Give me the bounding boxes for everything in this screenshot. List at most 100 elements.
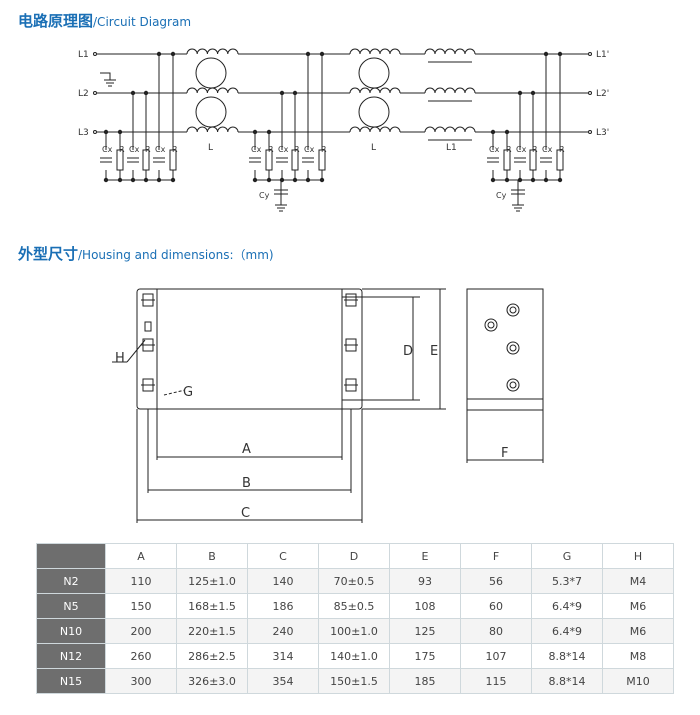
table-cell: 80 xyxy=(460,618,532,644)
dim-H: H xyxy=(115,351,125,366)
table-cell: F xyxy=(460,543,532,569)
table-cell: 100±1.0 xyxy=(318,618,390,644)
table-cell: 60 xyxy=(460,593,532,619)
cx-label: Cx xyxy=(489,145,500,154)
table-cell: 286±2.5 xyxy=(176,643,248,669)
table-cell: M10 xyxy=(602,668,674,694)
cx-label: Cx xyxy=(155,145,166,154)
cy-label: Cy xyxy=(496,191,507,200)
title-en: /Circuit Diagram xyxy=(93,15,192,29)
r-label: R xyxy=(145,145,151,154)
table-cell: 56 xyxy=(460,568,532,594)
inductor-label: L1 xyxy=(446,143,457,153)
table-cell: 240 xyxy=(247,618,319,644)
table-cell: 354 xyxy=(247,668,319,694)
cx-label: Cx xyxy=(542,145,553,154)
table-cell: 85±0.5 xyxy=(318,593,390,619)
title-en: /Housing and dimensions:（mm) xyxy=(78,248,274,262)
line-label-out: L1' xyxy=(596,50,609,60)
table-cell: 200 xyxy=(105,618,177,644)
table-cell: 150 xyxy=(105,593,177,619)
table-cell: B xyxy=(176,543,248,569)
core-ring xyxy=(358,57,390,89)
table-cell: 6.4*9 xyxy=(531,618,603,644)
table-cell: 107 xyxy=(460,643,532,669)
table-cell: M6 xyxy=(602,593,674,619)
circuit-diagram-title: 电路原理图/Circuit Diagram xyxy=(18,10,191,31)
title-cn: 外型尺寸 xyxy=(18,245,79,263)
table-cell: M6 xyxy=(602,618,674,644)
table-cell: 175 xyxy=(389,643,461,669)
table-cell: M8 xyxy=(602,643,674,669)
core-ring xyxy=(195,57,227,89)
table-cell: 115 xyxy=(460,668,532,694)
r-label: R xyxy=(294,145,300,154)
table-cell: A xyxy=(105,543,177,569)
cx-label: Cx xyxy=(129,145,140,154)
cx-label: Cx xyxy=(102,145,113,154)
r-label: R xyxy=(506,145,512,154)
table-cell: C xyxy=(247,543,319,569)
table-cell: 326±3.0 xyxy=(176,668,248,694)
table-cell: 108 xyxy=(389,593,461,619)
dim-A: A xyxy=(242,442,251,457)
row-label: N5 xyxy=(36,593,106,619)
table-cell: 168±1.5 xyxy=(176,593,248,619)
line-label: L3 xyxy=(78,128,89,138)
dim-D: D xyxy=(403,344,413,359)
table-cell: 8.8*14 xyxy=(531,643,603,669)
table-cell: M4 xyxy=(602,568,674,594)
core-ring xyxy=(195,96,227,128)
line-label: L1 xyxy=(78,50,89,60)
r-label: R xyxy=(532,145,538,154)
table-cell: E xyxy=(389,543,461,569)
r-label: R xyxy=(559,145,565,154)
table-cell: 150±1.5 xyxy=(318,668,390,694)
dim-C: C xyxy=(241,506,250,521)
housing-side-outline xyxy=(466,288,544,411)
table-cell: 5.3*7 xyxy=(531,568,603,594)
table-cell: 314 xyxy=(247,643,319,669)
r-label: R xyxy=(268,145,274,154)
inductor-label: L xyxy=(208,143,213,153)
cx-label: Cx xyxy=(251,145,262,154)
table-cell: 8.8*14 xyxy=(531,668,603,694)
row-label xyxy=(36,543,106,569)
line-label: L2 xyxy=(78,89,89,99)
table-cell: 125 xyxy=(389,618,461,644)
line-label-out: L3' xyxy=(596,128,609,138)
dim-E: E xyxy=(430,344,438,359)
row-label: N2 xyxy=(36,568,106,594)
table-cell: 125±1.0 xyxy=(176,568,248,594)
dim-F: F xyxy=(501,446,508,461)
line-label-out: L2' xyxy=(596,89,609,99)
table-cell: 140±1.0 xyxy=(318,643,390,669)
r-label: R xyxy=(172,145,178,154)
table-cell: 93 xyxy=(389,568,461,594)
cy-label: Cy xyxy=(259,191,270,200)
row-label: N15 xyxy=(36,668,106,694)
cx-label: Cx xyxy=(516,145,527,154)
table-cell: 260 xyxy=(105,643,177,669)
table-cell: 140 xyxy=(247,568,319,594)
row-label: N12 xyxy=(36,643,106,669)
table-cell: 70±0.5 xyxy=(318,568,390,594)
table-cell: 220±1.5 xyxy=(176,618,248,644)
table-cell: 186 xyxy=(247,593,319,619)
housing-front-outline xyxy=(136,288,363,410)
table-cell: G xyxy=(531,543,603,569)
r-label: R xyxy=(321,145,327,154)
table-cell: 6.4*9 xyxy=(531,593,603,619)
title-cn: 电路原理图 xyxy=(18,12,94,30)
cx-label: Cx xyxy=(278,145,289,154)
r-label: R xyxy=(119,145,125,154)
inductor-label: L xyxy=(371,143,376,153)
core-ring xyxy=(358,96,390,128)
